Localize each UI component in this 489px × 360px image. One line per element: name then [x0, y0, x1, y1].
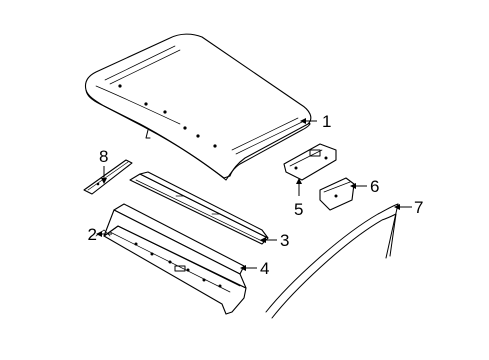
callout-5: 5 — [294, 200, 303, 219]
callout-1: 1 — [322, 112, 331, 131]
callout-4: 4 — [260, 259, 269, 278]
roof-bracket-5 — [283, 143, 337, 181]
callout-3: 3 — [280, 231, 289, 250]
roof-panel — [84, 33, 312, 181]
leader-lines — [96, 118, 412, 271]
callout-6: 6 — [370, 177, 379, 196]
roof-bracket-6 — [319, 177, 355, 211]
callout-8: 8 — [99, 147, 108, 166]
callout-7: 7 — [414, 198, 423, 217]
front-header-panel — [95, 203, 247, 315]
callout-2: 2 — [88, 225, 97, 244]
roof-weatherstrip — [265, 203, 399, 319]
roof-front-rail — [129, 171, 269, 245]
callout-labels: 1 2 3 4 5 6 7 8 — [88, 112, 424, 278]
